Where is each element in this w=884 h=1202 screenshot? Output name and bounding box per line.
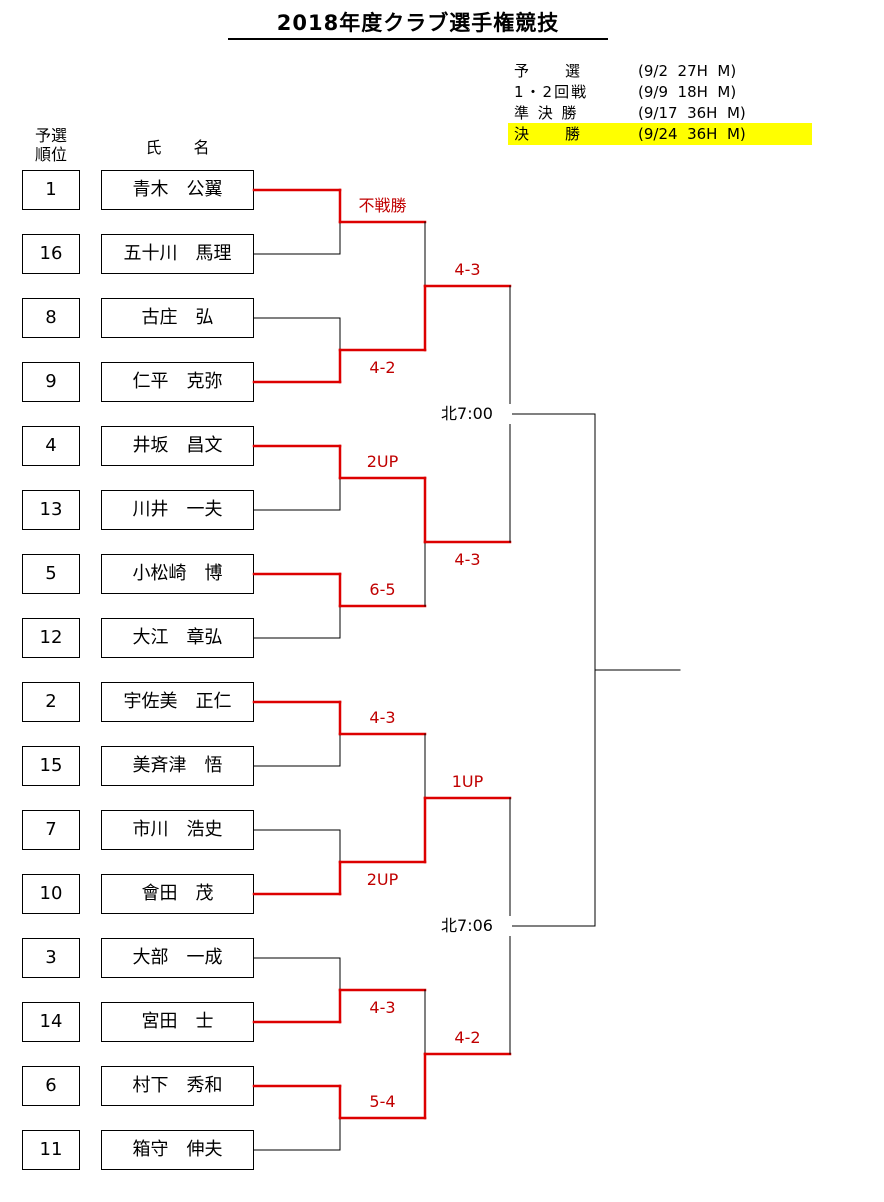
r1-score: 2UP [366,452,399,471]
seed-box: 10 [22,874,80,914]
schedule-value: (9/2 27H M) [638,62,737,80]
player-name-box: 小松崎 博 [101,554,254,594]
seed-box: 15 [22,746,80,786]
schedule-row: 決 勝 (9/24 36H M) [508,123,812,145]
player-name-box: 五十川 馬理 [101,234,254,274]
venue-time: 北7:06 [422,916,512,936]
seed-box: 13 [22,490,80,530]
seed-box: 1 [22,170,80,210]
schedule-value: (9/9 18H M) [638,83,737,101]
r1-score: 2UP [366,870,399,889]
player-name-box: 會田 茂 [101,874,254,914]
r2-score: 4-3 [454,550,481,569]
seed-header: 予選 順位 [22,126,80,164]
schedule-label: 1・2回戦 [514,83,589,101]
seed-box: 3 [22,938,80,978]
seed-box: 12 [22,618,80,658]
name-header: 氏 名 [145,138,210,157]
r1-score: 4-3 [369,708,396,727]
seed-box: 16 [22,234,80,274]
player-name-box: 青木 公翼 [101,170,254,210]
schedule-label: 決 勝 [514,125,583,143]
r1-score: 6-5 [369,580,396,599]
seed-box: 5 [22,554,80,594]
r1-score: 不戦勝 [358,196,407,215]
player-name-box: 宮田 士 [101,1002,254,1042]
player-name-box: 美斉津 悟 [101,746,254,786]
seed-header-line2: 順位 [34,145,67,164]
schedule-row: 準 決 勝 (9/17 36H M) [508,102,812,124]
seed-box: 11 [22,1130,80,1170]
schedule-value: (9/17 36H M) [638,104,746,122]
player-name-box: 宇佐美 正仁 [101,682,254,722]
page-title: 2018年度クラブ選手権競技 [228,8,608,40]
seed-box: 9 [22,362,80,402]
seed-box: 2 [22,682,80,722]
r1-score: 4-2 [369,358,396,377]
schedule-label: 予 選 [514,62,583,80]
player-name-box: 仁平 克弥 [101,362,254,402]
seed-box: 14 [22,1002,80,1042]
schedule-value: (9/24 36H M) [638,125,746,143]
seed-header-line1: 予選 [34,126,67,145]
r2-score: 4-3 [454,260,481,279]
player-name-box: 大江 章弘 [101,618,254,658]
r1-score: 4-3 [369,998,396,1017]
r2-score: 4-2 [454,1028,481,1047]
seed-box: 6 [22,1066,80,1106]
seed-box: 7 [22,810,80,850]
schedule-row: 予 選 (9/2 27H M) [508,60,812,82]
r2-score: 1UP [451,772,484,791]
player-name-box: 川井 一夫 [101,490,254,530]
schedule-row: 1・2回戦 (9/9 18H M) [508,81,812,103]
schedule-label: 準 決 勝 [514,104,579,122]
player-name-box: 村下 秀和 [101,1066,254,1106]
seed-box: 8 [22,298,80,338]
player-name-box: 市川 浩史 [101,810,254,850]
player-name-box: 古庄 弘 [101,298,254,338]
player-name-box: 大部 一成 [101,938,254,978]
seed-box: 4 [22,426,80,466]
venue-time: 北7:00 [422,404,512,424]
r1-score: 5-4 [369,1092,396,1111]
player-name-box: 井坂 昌文 [101,426,254,466]
